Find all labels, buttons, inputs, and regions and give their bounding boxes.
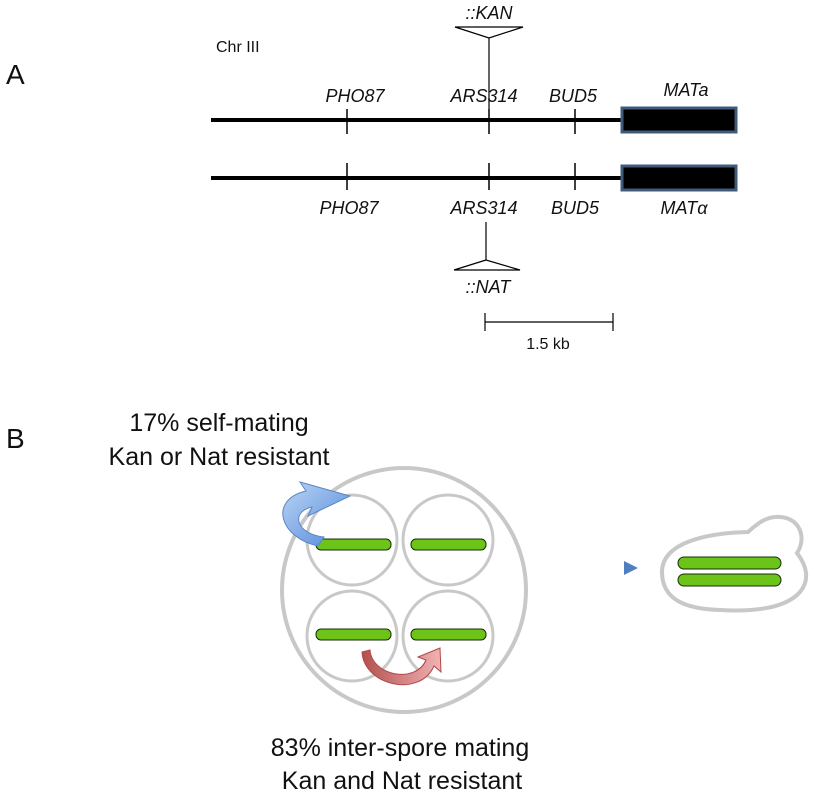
self-mating-line2: Kan or Nat resistant (109, 443, 330, 471)
scale-bar: 1.5 kb (484, 313, 614, 353)
kan-insert-triangle (454, 26, 524, 39)
spore-bottom-left (305, 589, 399, 683)
bottom-bud5-label: BUD5 (551, 198, 600, 218)
panel-a-label: A (6, 59, 25, 90)
bottom-mat-box (620, 164, 738, 192)
panel-b: B 17% self-mating Kan or Nat resistant (6, 409, 809, 795)
top-ars314-label: ARS314 (449, 86, 517, 106)
panel-a: A Chr III PHO87 ARS314 BUD5 MATa ::KAN P… (6, 3, 738, 353)
chromosome-label: Chr III (216, 39, 260, 56)
top-bud5-label: BUD5 (549, 86, 598, 106)
inter-spore-line2: Kan and Nat resistant (282, 767, 522, 795)
top-mat-label: MATa (663, 80, 708, 100)
tetrad-ascus (280, 466, 528, 714)
top-chromosome: PHO87 ARS314 BUD5 MATa ::KAN (211, 3, 738, 134)
nat-insert-triangle (453, 259, 521, 271)
chromosome-bottom-right (410, 628, 487, 641)
chromosome-bottom-left (315, 628, 392, 641)
bottom-chromosome: PHO87 ARS314 BUD5 MATα ::NAT (211, 163, 738, 297)
nat-insert-label: ::NAT (466, 277, 513, 297)
chromosome-top-right (410, 538, 487, 551)
transition-arrow (549, 561, 638, 575)
inter-spore-arrow-icon (361, 647, 442, 686)
bottom-pho87-label: PHO87 (319, 198, 379, 218)
top-mat-box (620, 106, 738, 134)
diploid-cell (659, 514, 809, 613)
top-pho87-label: PHO87 (325, 86, 385, 106)
self-mating-line1: 17% self-mating (129, 409, 308, 437)
inter-spore-line1: 83% inter-spore mating (271, 734, 529, 762)
ascus-outline (280, 466, 528, 714)
bottom-mat-label: MATα (661, 198, 709, 218)
spore-top-right (401, 493, 495, 587)
spore-bottom-right (401, 589, 495, 683)
panel-b-label: B (6, 423, 25, 454)
diploid-chromosome-upper (677, 556, 782, 570)
bottom-ars314-label: ARS314 (449, 198, 517, 218)
chromosome-top-left (315, 538, 392, 551)
transition-arrow-head-icon (624, 561, 638, 575)
self-mating-arrow-icon (282, 481, 352, 547)
scale-bar-label: 1.5 kb (526, 336, 570, 353)
kan-insert-label: ::KAN (465, 3, 513, 23)
diploid-chromosome-lower (677, 573, 782, 587)
